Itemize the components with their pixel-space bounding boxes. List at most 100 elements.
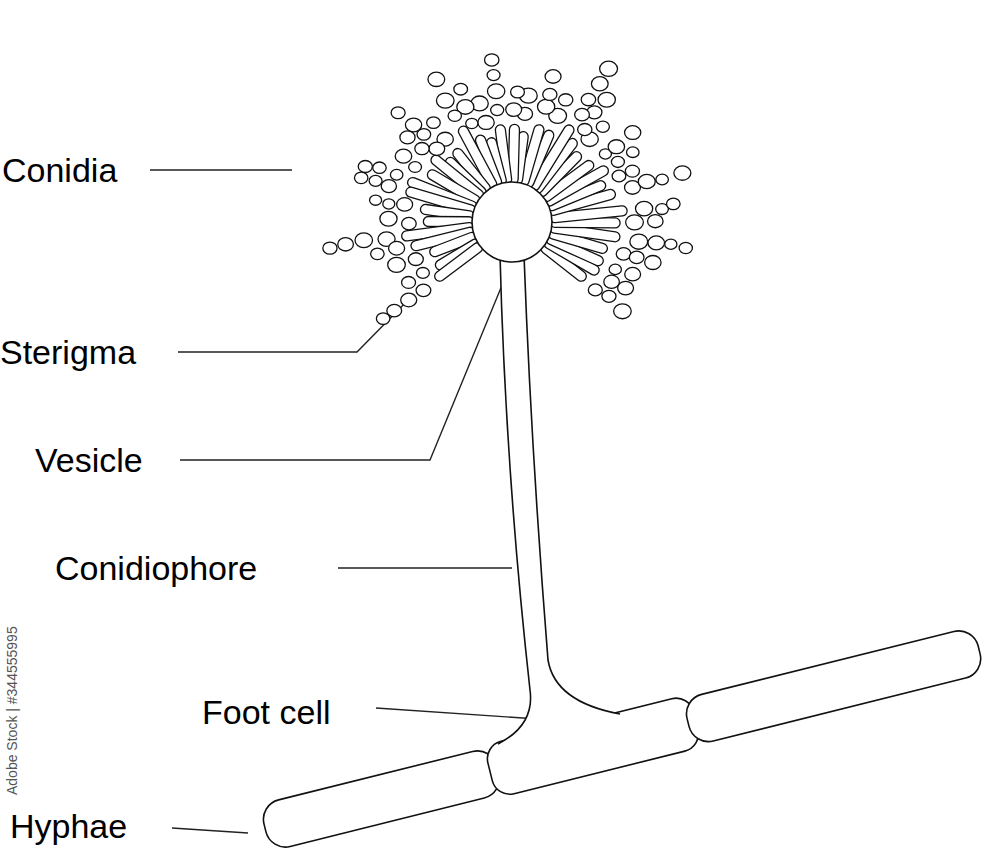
part-label: Sterigma xyxy=(0,335,136,369)
conidium xyxy=(602,290,616,302)
conidium xyxy=(358,161,372,173)
conidium xyxy=(611,156,624,167)
conidium xyxy=(354,172,367,183)
conidium xyxy=(626,215,644,230)
conidium xyxy=(388,257,406,272)
conidium xyxy=(609,264,621,274)
conidium xyxy=(625,165,639,177)
conidium xyxy=(630,234,648,249)
vesicle xyxy=(472,182,552,262)
conidium xyxy=(427,117,441,129)
sterigma xyxy=(433,241,485,283)
conidiophore-wall xyxy=(524,255,620,714)
conidium xyxy=(635,201,652,216)
conidium xyxy=(674,166,691,180)
conidium xyxy=(466,118,478,128)
conidium xyxy=(506,103,522,117)
conidium xyxy=(618,281,634,295)
conidium xyxy=(408,253,423,266)
conidium xyxy=(405,118,421,132)
conidial-head xyxy=(323,54,693,325)
conidium xyxy=(415,143,429,155)
conidium xyxy=(627,147,640,158)
conidium xyxy=(596,121,609,132)
conidia xyxy=(323,54,693,325)
conidium xyxy=(625,126,641,140)
sterigmata xyxy=(401,123,628,283)
conidium xyxy=(370,195,382,205)
conidium xyxy=(608,140,624,154)
conidium xyxy=(400,131,415,144)
conidium xyxy=(625,267,641,280)
conidium xyxy=(416,268,429,279)
conidium xyxy=(402,217,417,229)
conidium xyxy=(402,276,416,288)
conidium xyxy=(616,248,631,260)
conidiophore-fill xyxy=(498,255,620,744)
conidium xyxy=(409,162,422,173)
conidium xyxy=(391,107,405,119)
conidium xyxy=(389,241,405,255)
conidium xyxy=(373,162,386,173)
conidium xyxy=(369,175,382,186)
conidium xyxy=(338,238,354,251)
conidium xyxy=(629,251,644,263)
conidium xyxy=(679,242,692,253)
conidium xyxy=(478,115,494,129)
conidium xyxy=(578,123,592,135)
conidium xyxy=(645,255,661,269)
conidium xyxy=(376,313,390,325)
part-label: Conidia xyxy=(2,153,117,187)
conidium xyxy=(612,170,626,182)
conidium xyxy=(395,149,412,163)
conidium xyxy=(600,61,618,76)
conidium xyxy=(665,239,677,249)
conidiophore xyxy=(498,255,620,744)
conidium xyxy=(581,93,595,105)
leader-line xyxy=(338,567,512,568)
conidium xyxy=(559,94,573,106)
leader-lines xyxy=(150,170,538,833)
conidium xyxy=(397,198,413,212)
conidium xyxy=(485,54,499,66)
conidium xyxy=(575,108,590,121)
part-label: Vesicle xyxy=(35,443,143,477)
conidium xyxy=(638,174,655,188)
conidium xyxy=(487,70,500,81)
hypha-segment xyxy=(682,627,985,746)
conidium xyxy=(401,293,417,307)
conidium xyxy=(380,211,397,226)
conidium xyxy=(588,284,602,296)
conidium xyxy=(429,142,445,155)
watermark: Adobe Stock | #344555995 xyxy=(5,626,19,795)
conidium xyxy=(454,83,468,95)
leader-line xyxy=(376,708,538,719)
part-label: Foot cell xyxy=(202,695,331,729)
conidium xyxy=(491,105,504,116)
hypha-segment xyxy=(259,747,503,852)
conidium xyxy=(666,198,680,210)
conidium xyxy=(614,304,632,319)
conidium xyxy=(537,99,554,114)
conidium xyxy=(371,248,384,259)
conidium xyxy=(390,169,403,180)
conidium xyxy=(648,215,664,228)
conidium xyxy=(598,92,615,107)
leader-line xyxy=(150,169,292,170)
conidium xyxy=(648,236,664,250)
conidium xyxy=(416,284,431,297)
conidium xyxy=(604,275,620,288)
leader-line xyxy=(172,828,248,833)
conidium xyxy=(428,72,445,86)
conidium xyxy=(436,93,454,108)
conidium xyxy=(323,242,337,254)
conidium xyxy=(383,199,395,209)
part-label: Conidiophore xyxy=(55,551,257,585)
conidium xyxy=(545,70,561,84)
conidium xyxy=(355,233,372,248)
leader-line xyxy=(178,294,414,352)
conidium xyxy=(448,110,461,121)
conidium xyxy=(487,84,504,99)
conidium xyxy=(591,77,608,91)
